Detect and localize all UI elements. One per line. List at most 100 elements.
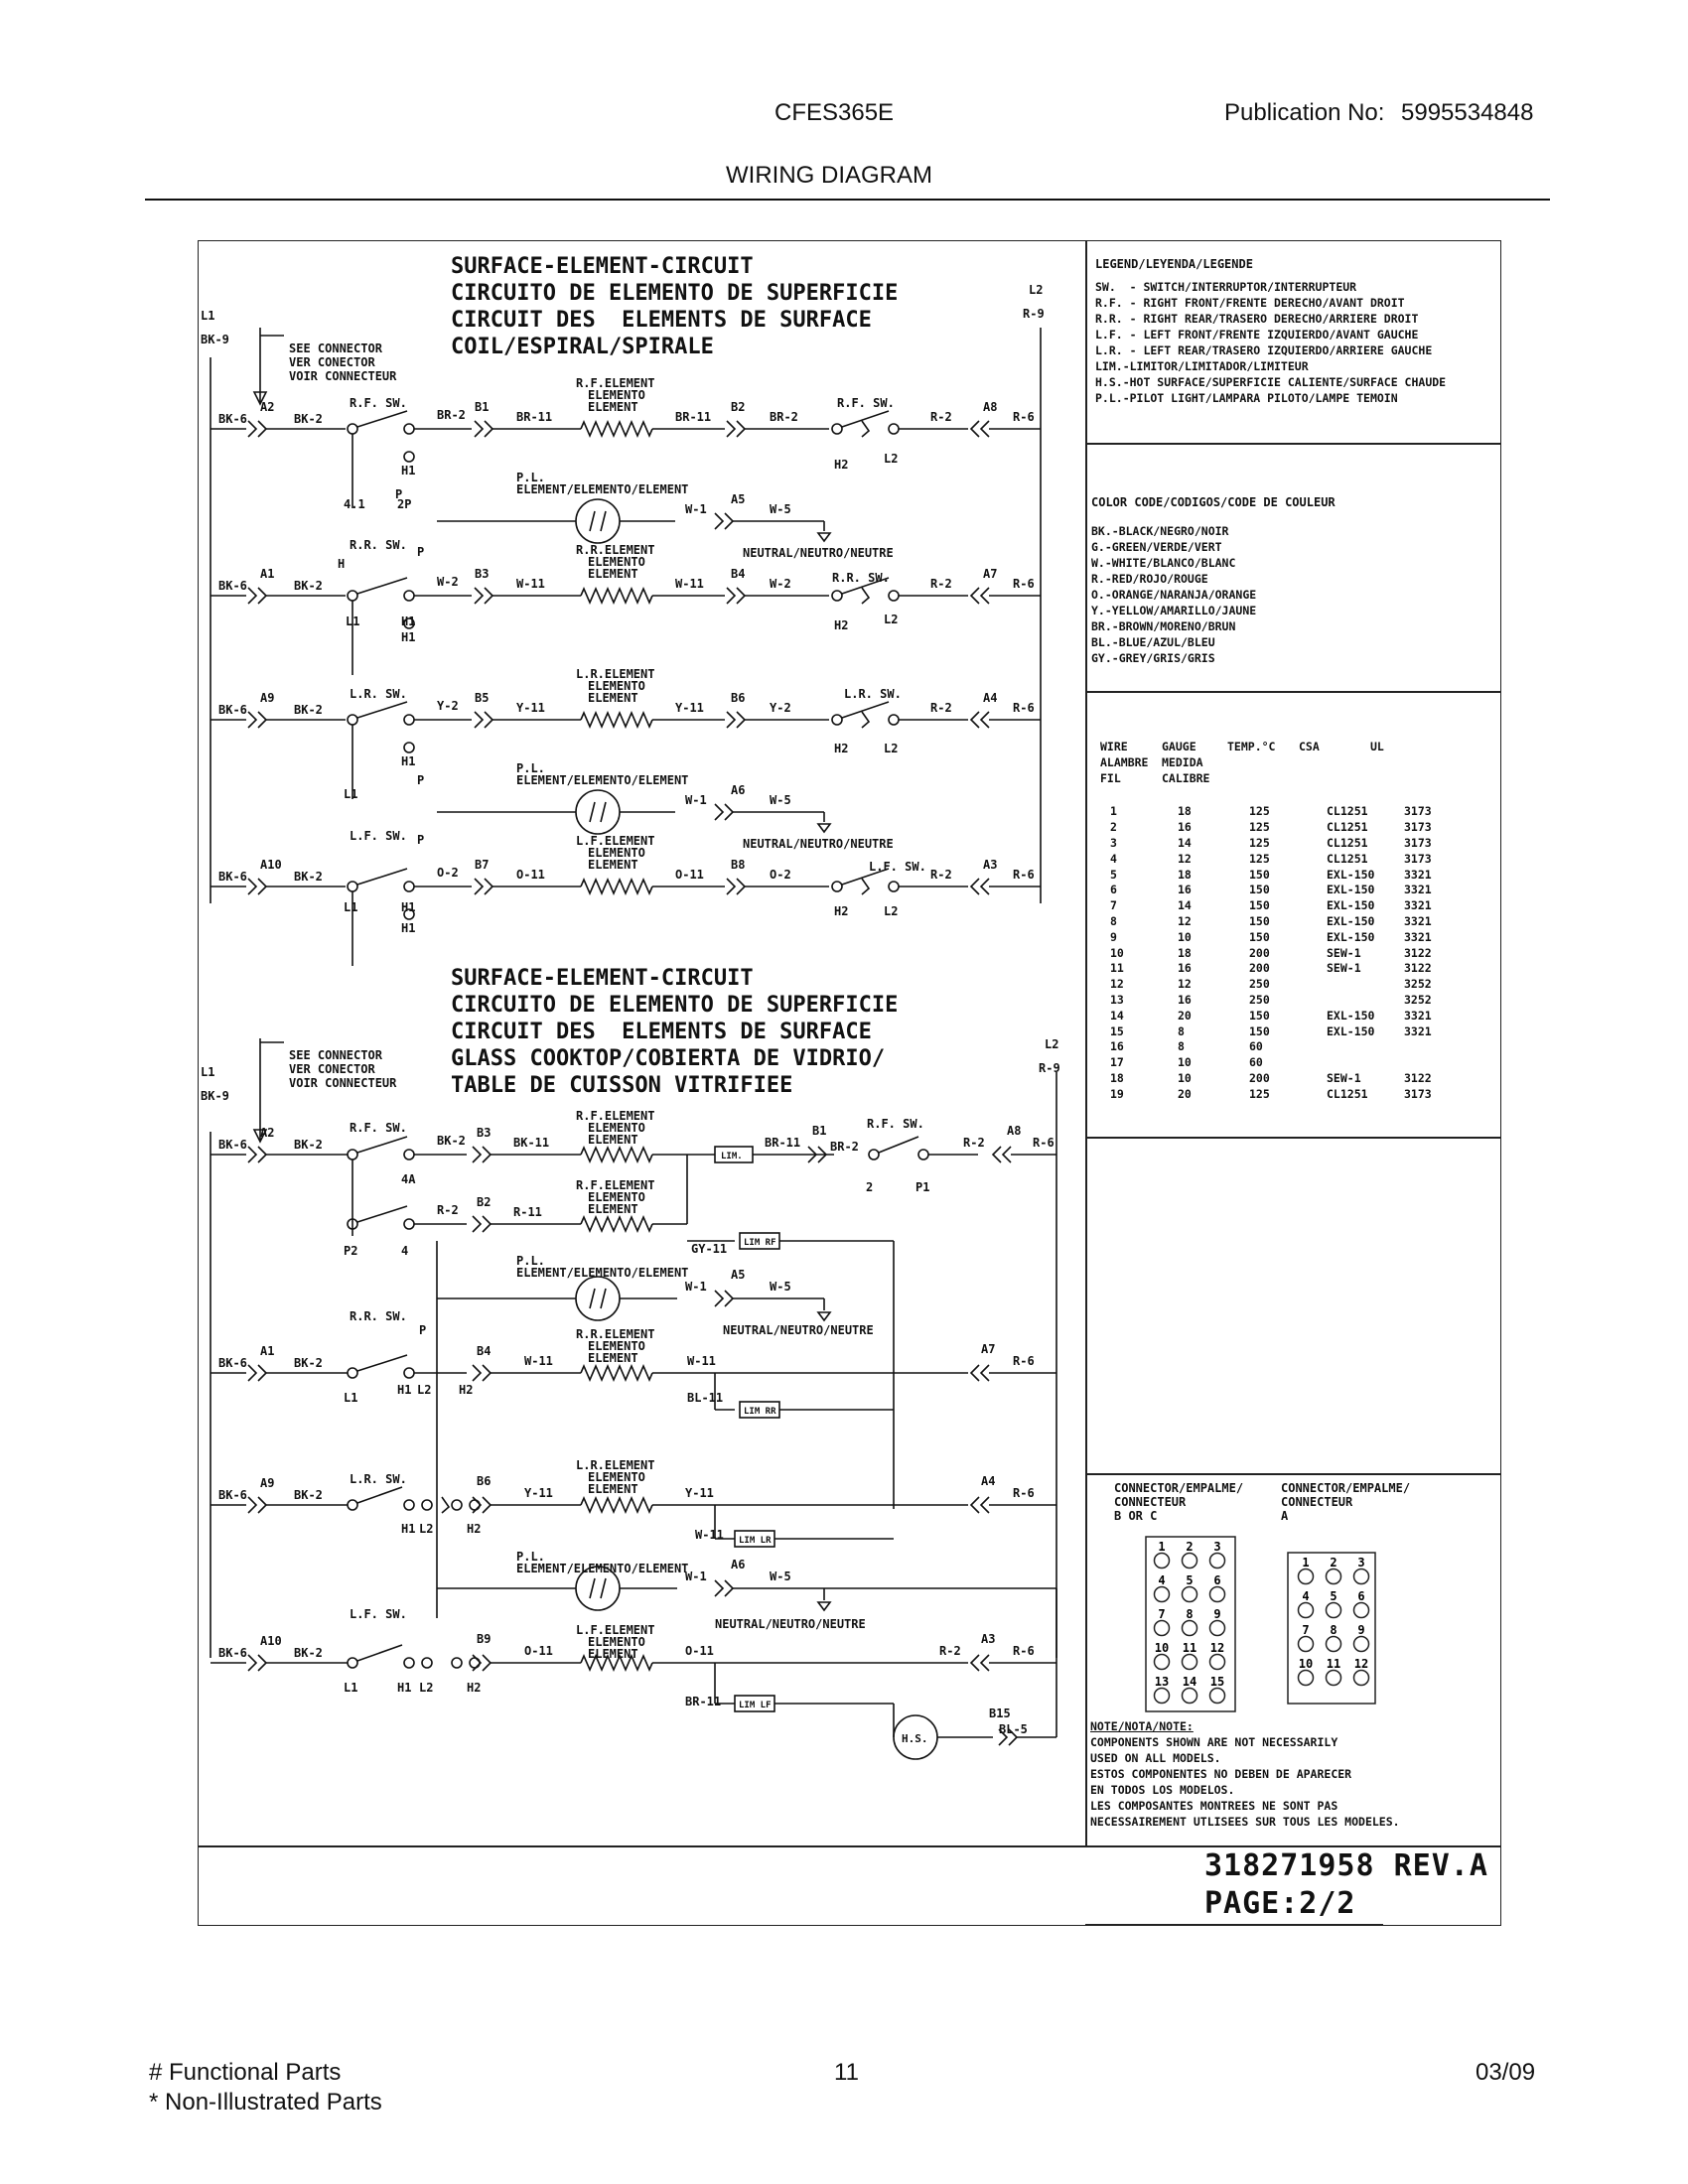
switch-contact — [347, 714, 358, 726]
wire-label: L2 — [417, 1383, 431, 1397]
wire-label: BK-6 — [218, 579, 247, 593]
wire-label: P — [395, 487, 402, 501]
wire-label: 4A — [401, 1172, 416, 1186]
wire-table-cell: 150 — [1249, 867, 1270, 882]
wire-label: H1 — [401, 464, 415, 478]
wire-label: R-6 — [1013, 868, 1035, 882]
connector-symbol — [969, 878, 990, 895]
wire-label: A7 — [981, 1342, 995, 1356]
wire-table-cell: 3321 — [1404, 883, 1432, 897]
wire-segment — [356, 1205, 408, 1223]
label-R9: R-9 — [1039, 1061, 1060, 1075]
connector-symbol — [472, 1496, 492, 1514]
wire-col-header: WIRE ALAMBRE FIL — [1100, 740, 1162, 786]
wire-label: R.R. SW. — [832, 571, 890, 585]
connector-pin — [1208, 1585, 1226, 1603]
color-code-item: Y.-YELLOW/AMARILLO/JAUNE — [1091, 604, 1257, 617]
connector-symbol — [474, 587, 494, 605]
wire-label: W-5 — [770, 793, 791, 807]
connector-pin-number: 2 — [1330, 1556, 1336, 1570]
wire-label: BK-6 — [218, 1646, 247, 1660]
wire-label: A8 — [983, 400, 997, 414]
connector-symbol — [969, 1496, 990, 1514]
wire-label: L.F. SW. — [869, 860, 926, 874]
switch-contact — [403, 1218, 415, 1230]
switch-contact — [403, 451, 415, 463]
wire-table-cell — [1404, 1039, 1460, 1055]
color-code-item: GY.-GREY/GRIS/GRIS — [1091, 651, 1215, 665]
wire-table-cell: 3173 — [1404, 804, 1432, 819]
wire-label: A9 — [260, 1476, 274, 1490]
wire-label: R.R.ELEMENT — [576, 543, 654, 557]
publication-number: 5995534848 — [1401, 99, 1534, 126]
wire-label: BR-2 — [830, 1140, 859, 1154]
wire-table-cell: 3252 — [1404, 977, 1432, 992]
switch-contact — [403, 617, 415, 629]
wire-segment — [841, 577, 890, 595]
wire-table-cell: 3 — [1110, 835, 1117, 850]
connector-a-label: CONNECTOR/EMPALME/ CONNECTEUR A — [1281, 1481, 1410, 1523]
wire-label: B2 — [477, 1195, 491, 1209]
hot-surface-label: H.S. — [902, 1732, 928, 1745]
wire-label: NEUTRAL/NEUTRO/NEUTRE — [743, 837, 894, 851]
wire-table-cell: EXL-150 — [1327, 883, 1375, 897]
wire-table-cell: 14 — [1178, 898, 1192, 913]
wire-table-cell: 16 — [1178, 883, 1192, 897]
connector-pointer-arrow — [252, 391, 268, 406]
connector-pin — [1208, 1619, 1226, 1637]
connector-pin — [1181, 1687, 1198, 1705]
wire-label: R-6 — [1013, 1644, 1035, 1658]
wire-label: Y-11 — [685, 1486, 714, 1500]
switch-flag — [861, 878, 871, 895]
connector-pin — [1297, 1635, 1315, 1653]
wire-table-cell: 17 — [1110, 1055, 1124, 1070]
color-code-item: O.-ORANGE/NARANJA/ORANGE — [1091, 588, 1257, 602]
color-code-item: BK.-BLACK/NEGRO/NOIR — [1091, 524, 1229, 538]
wire-label: B2 — [731, 400, 745, 414]
wire-label: W-1 — [685, 1570, 707, 1583]
wire-segment — [878, 1136, 919, 1154]
wire-label: O-11 — [675, 868, 704, 882]
wire-label: B1 — [812, 1124, 826, 1138]
wire-segment — [841, 868, 890, 886]
wire-label: P.L. — [516, 1254, 545, 1268]
color-code: COLOR CODE/CODIGOS/CODE DE COULEUR BK.-B… — [1091, 495, 1493, 666]
wire-table-cell: 16 — [1178, 992, 1192, 1007]
connector-symbol — [714, 512, 735, 530]
note-line: ESTOS COMPONENTES NO DEBEN DE APARECER — [1090, 1767, 1352, 1781]
heating-element — [580, 877, 653, 896]
switch-contact — [347, 1149, 358, 1160]
wire-table-cell: 8 — [1178, 1024, 1185, 1038]
connector-pin — [1325, 1635, 1342, 1653]
wire-label: R-6 — [1013, 1486, 1035, 1500]
wire-table-cell: 3173 — [1404, 820, 1432, 835]
wire-label: W-11 — [524, 1354, 553, 1368]
gauge-header-fr: CALIBRE — [1162, 770, 1210, 785]
wire-label: R.F. SW. — [867, 1117, 924, 1131]
wire-table-cell — [1327, 993, 1404, 1009]
wire-label: BK-11 — [513, 1136, 549, 1150]
glass-title-line-5: TABLE DE CUISSON VITRIFIEE — [451, 1073, 793, 1098]
wire-label: O-11 — [685, 1644, 714, 1658]
connector-symbol — [726, 711, 747, 729]
neutral-symbol — [816, 1601, 832, 1612]
connector-symbol — [472, 1654, 492, 1672]
glass-title-line-2: CIRCUITO DE ELEMENTO DE SUPERFICIE — [451, 993, 899, 1018]
connector-pin — [1208, 1653, 1226, 1671]
switch-contact — [888, 590, 900, 602]
wire-label: BK-2 — [294, 1356, 323, 1370]
color-code-item: R.-RED/ROJO/ROUGE — [1091, 572, 1208, 586]
wire-label: B7 — [475, 858, 489, 872]
wire-label: H1 — [401, 921, 415, 935]
pilot-light-symbol — [589, 1577, 607, 1599]
wire-label: B8 — [731, 858, 745, 872]
connector-pin — [1153, 1585, 1171, 1603]
wire-label: R-2 — [437, 1203, 459, 1217]
